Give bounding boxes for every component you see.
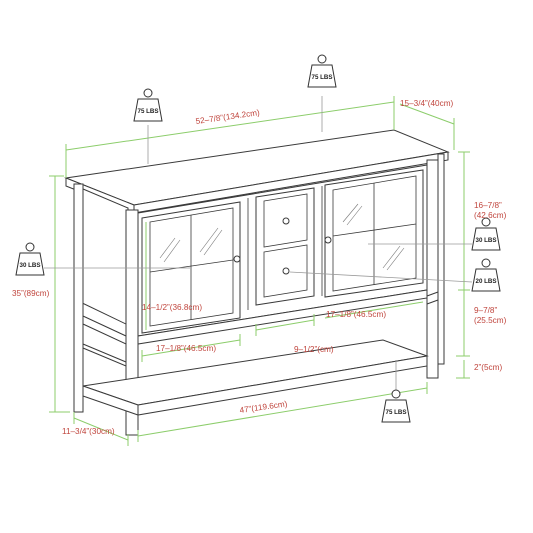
dim-foot-depth: 11–3/4”(30cm)	[62, 427, 115, 436]
right-door-knob	[324, 236, 332, 244]
drawer-width-dim-line	[255, 319, 315, 331]
right-door-glare-3	[382, 245, 401, 269]
width-dim-line	[65, 101, 395, 151]
right-back-leg	[437, 153, 445, 365]
weight-icon-left-door: 30 LBS	[15, 242, 45, 276]
weight-leaders	[44, 96, 473, 396]
dim-door-width: 17–1/8”(46.5cm)	[156, 344, 216, 353]
weight-icon-right-drawer: 20 LBS	[471, 258, 501, 292]
drawer-column	[255, 187, 315, 306]
right-door-glare-1	[342, 203, 359, 223]
left-back-leg	[73, 183, 84, 413]
measurement-lines	[49, 96, 470, 446]
weight-label-top-center: 75 LBS	[312, 74, 333, 81]
left-door-glare-4	[203, 229, 223, 256]
depth-dim-line	[399, 103, 455, 125]
lower-drawer-knob	[282, 267, 290, 275]
left-door-mullion-h	[149, 259, 234, 273]
lower-drawer	[263, 244, 308, 298]
dim-door-height: 14–1/2”(36.8cm)	[142, 303, 202, 312]
dim-shelf-height-line1: 9–7/8”	[474, 306, 497, 315]
bottom-width-dim-line	[137, 387, 428, 437]
dim-upper-height-line1: 16–7/8”	[474, 201, 502, 210]
left-door-glare-2	[163, 239, 181, 263]
weight-label-left-door: 30 LBS	[20, 262, 41, 269]
dim-shelf-height-line2: (25.5cm)	[474, 316, 507, 325]
dim-leg-height: 2”(5cm)	[474, 363, 502, 372]
right-front-leg	[426, 159, 439, 379]
dim-drawer-width: 9–1/2”(cm)	[294, 345, 334, 354]
left-door-glare-1	[159, 237, 176, 259]
right-door-mullion-h	[332, 223, 417, 237]
weight-icon-top-center: 75 LBS	[307, 54, 337, 88]
dim-height: 35”(89cm)	[12, 289, 50, 298]
right-door-glass-frame	[332, 175, 417, 292]
weight-label-right-drawer: 20 LBS	[476, 278, 497, 285]
weight-label-top-left: 75 LBS	[138, 108, 159, 115]
leader-right-drawer	[289, 271, 473, 283]
dim-door-width-right: 17–1/8”(46.5cm)	[326, 310, 386, 319]
right-door-glare-2	[346, 205, 363, 226]
left-side-lower-rail	[82, 343, 127, 367]
weight-icon-bottom-shelf: 75 LBS	[381, 389, 411, 423]
left-door-knob	[233, 255, 241, 263]
upper-drawer	[263, 193, 308, 248]
bottom-shelf-left-edge	[82, 385, 139, 416]
weight-icon-top-left: 75 LBS	[133, 88, 163, 122]
left-side-panel	[75, 185, 129, 326]
dim-upper-height: 16–7/8” (42.6cm)	[474, 201, 507, 220]
dim-depth: 15–3/4”(40cm)	[400, 99, 454, 108]
right-side-stretcher	[426, 291, 439, 305]
foot-depth-dim-line	[73, 417, 129, 441]
left-side-stretcher	[82, 315, 127, 345]
left-door-glass-frame	[149, 207, 234, 327]
left-door-glare-3	[199, 227, 219, 253]
dim-upper-height-line2: (42.6cm)	[474, 211, 507, 220]
console-table	[64, 129, 450, 436]
right-door-width-dim-line	[324, 301, 424, 319]
weight-icon-right-door: 30 LBS	[471, 217, 501, 251]
upper-drawer-knob	[282, 217, 290, 225]
right-door-glare-4	[386, 247, 405, 271]
door-width-dim-line	[141, 339, 241, 357]
dim-shelf-height: 9–7/8” (25.5cm)	[474, 306, 507, 325]
weight-label-bottom-shelf: 75 LBS	[386, 409, 407, 416]
weight-label-right-door: 30 LBS	[476, 237, 497, 244]
